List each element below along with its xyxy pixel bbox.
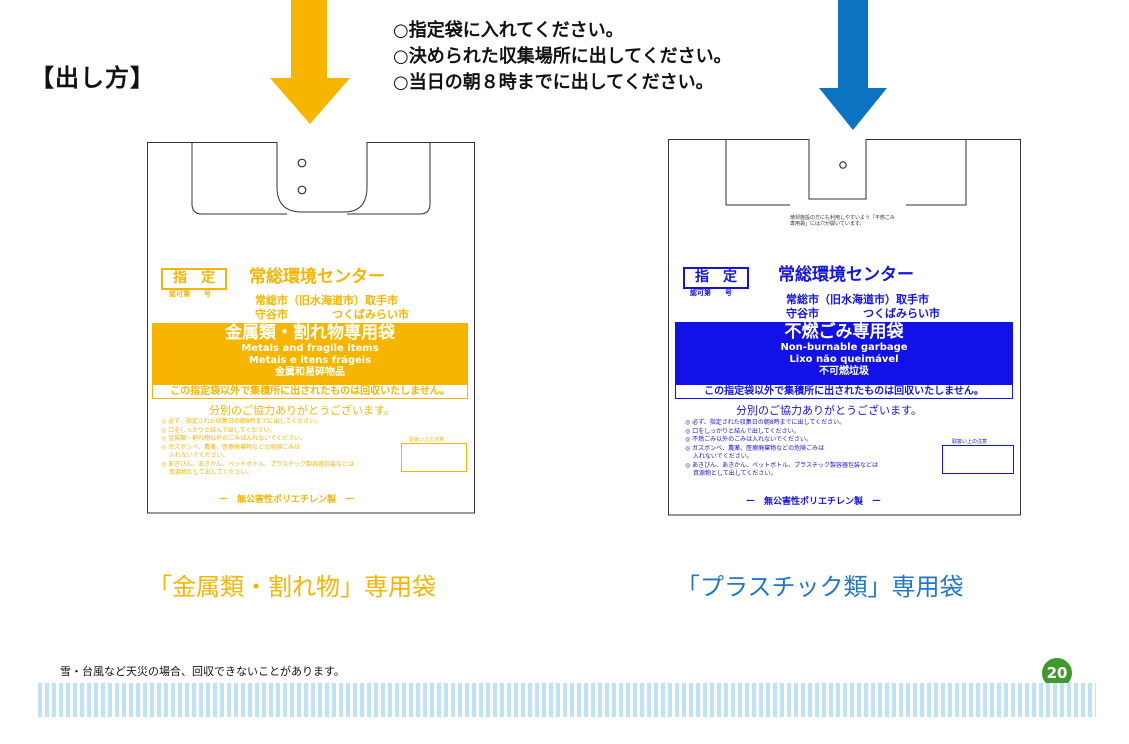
collection-warning: この指定袋以外で集積所に出されたものは回収いたしません。 [675,384,1013,399]
rule-item: ◎ ガスボンベ、農薬、医療廃棄物などの危険ごみは [161,443,301,451]
disaster-note: 雪・台風など天災の場合、回収できないことがあります。 [60,665,345,678]
collection-warning: この指定袋以外で集積所に出されたものは回収いたしません。 [152,384,468,399]
bag-type-english: Metals and fragile items [241,343,379,354]
bag-outline [147,142,475,514]
rule-item: 資源物として出してください。 [161,469,253,476]
bag-type-chinese: 金属和易碎物品 [275,367,345,378]
bag-type-band: 不燃ごみ専用袋 Non-burnable garbage Lixo não qu… [675,322,1013,384]
nonburnable-bag-illustration: 焼却施設の方にも利用しやすいよう「不燃ごみ専用袋」には穴が開いています。 指 定… [668,139,1021,516]
usage-rules: ◎ 必ず、指定された収集日の朝8時までに出してください。 ◎ 口をしっかりと結ん… [685,419,878,479]
rule-item: ◎ 口をしっかりと結んで出してください。 [161,426,276,434]
center-name: 常総環境センター [778,265,914,285]
rule-item: ◎ ガスボンベ、農薬、医療廃棄物などの危険ごみは [685,444,825,452]
metal-bag-illustration: 指 定 認可第 号 常総環境センター 常総市（旧水海道市）取手市 守谷市 つくば… [147,142,475,514]
bag-type-english: Non-burnable garbage [780,342,908,353]
designated-stamp: 指 定 [683,267,749,289]
rule-item: ◎ 金属類・割れ物以外のごみは入れないでください。 [161,435,306,442]
rule-item: ◎ 不燃ごみ以外のごみは入れないでください。 [685,436,812,443]
bag-outline [668,139,1021,516]
bag-type-title: 不燃ごみ専用袋 [784,322,904,342]
rule-item: 入れないでください。 [685,453,753,460]
bag-type-title: 金属類・割れ物専用袋 [225,323,395,343]
decorative-stripe [38,683,1096,717]
hole-note: 焼却施設の方にも利用しやすいよう「不燃ごみ専用袋」には穴が開いています。 [790,215,895,227]
handling-label: 取扱い上の注意 [409,437,445,443]
rule-item: 資源物として出してください。 [685,470,777,477]
rule-item: 入れないでください。 [161,452,229,459]
center-name: 常総環境センター [249,267,385,287]
bag-type-chinese: 不可燃垃圾 [819,366,869,377]
handling-label: 取扱い上の注意 [952,439,988,445]
permit-number: 認可第 号 [690,289,732,297]
metal-bag-caption: 「金属類・割れ物」専用袋 [148,573,436,601]
rule-item: ◎ 必ず、指定された収集日の朝8時までに出してください。 [161,418,322,425]
city-list: 常総市（旧水海道市）取手市 [255,294,398,307]
city-list: 守谷市 つくばみらい市 [255,308,409,321]
handling-box [942,445,1014,474]
bag-type-portuguese: Lixo não queimável [789,354,899,365]
material-note: ー 無公害性ポリエチレン製 ー [746,497,882,507]
thanks-message: 分別のご協力ありがとうございます。 [736,404,922,417]
plastic-bag-caption: 「プラスチック類」専用袋 [676,573,964,601]
rule-item: ◎ 必ず、指定された収集日の朝8時までに出してください。 [685,419,846,426]
bag-type-portuguese: Metais e itens frágeis [248,355,372,366]
permit-number: 認可第 号 [169,290,211,298]
bag-type-band: 金属類・割れ物専用袋 Metals and fragile items Meta… [152,323,468,385]
thanks-message: 分別のご協力ありがとうございます。 [209,404,395,417]
instruction-item: ○決められた収集場所に出してください。 [393,46,732,67]
rule-item: ◎ あきびん、あきかん、ペットボトル、プラスチック製容器包装などは [685,461,879,469]
instruction-item: ○指定袋に入れてください。 [393,20,624,41]
section-heading: 【出し方】 [30,64,155,92]
rule-item: ◎ あきびん、あきかん、ペットボトル、プラスチック製容器包装などは [161,460,355,468]
usage-rules: ◎ 必ず、指定された収集日の朝8時までに出してください。 ◎ 口をしっかりと結ん… [161,418,354,478]
instruction-list: ○指定袋に入れてください。 ○決められた収集場所に出してください。 ○当日の朝８… [393,18,732,96]
material-note: ー 無公害性ポリエチレン製 ー [219,495,355,505]
designated-stamp: 指 定 [161,268,227,290]
handling-box [401,443,467,472]
rule-item: ◎ 口をしっかりと結んで出してください。 [685,427,800,435]
instruction-item: ○当日の朝８時までに出してください。 [393,72,714,93]
city-list: 常総市（旧水海道市）取手市 [786,293,929,306]
city-list: 守谷市 つくばみらい市 [786,307,940,320]
